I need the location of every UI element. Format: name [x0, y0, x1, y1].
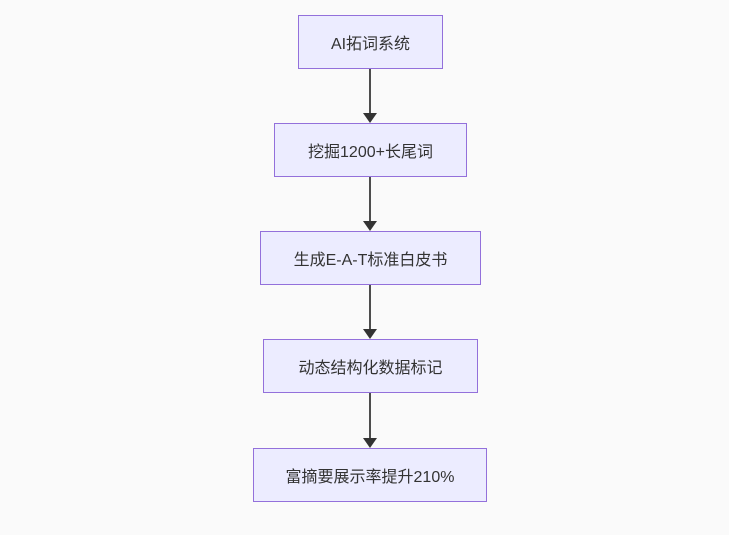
flow-node-label: AI拓词系统 [330, 36, 411, 53]
flow-arrow-2 [363, 177, 377, 231]
arrow-down-icon [363, 113, 377, 123]
arrow-line [369, 69, 371, 113]
flow-node-longtail-mining: 挖掘1200+长尾词 [274, 123, 467, 177]
arrow-line [369, 393, 371, 438]
flow-node-eat-whitepaper: 生成E-A-T标准白皮书 [260, 231, 481, 285]
arrow-down-icon [363, 329, 377, 339]
flow-arrow-3 [363, 285, 377, 339]
flow-arrow-1 [363, 69, 377, 123]
flow-node-label: 富摘要展示率提升210% [285, 469, 455, 486]
flow-node-label: 动态结构化数据标记 [298, 360, 443, 377]
flow-node-rich-snippet-uplift: 富摘要展示率提升210% [253, 448, 487, 502]
flow-arrow-4 [363, 393, 377, 448]
arrow-down-icon [363, 438, 377, 448]
flow-node-label: 生成E-A-T标准白皮书 [293, 252, 448, 269]
flow-node-label: 挖掘1200+长尾词 [308, 144, 433, 161]
arrow-line [369, 285, 371, 329]
flow-node-ai-word-system: AI拓词系统 [298, 15, 443, 69]
arrow-line [369, 177, 371, 221]
flow-node-structured-data: 动态结构化数据标记 [263, 339, 478, 393]
arrow-down-icon [363, 221, 377, 231]
